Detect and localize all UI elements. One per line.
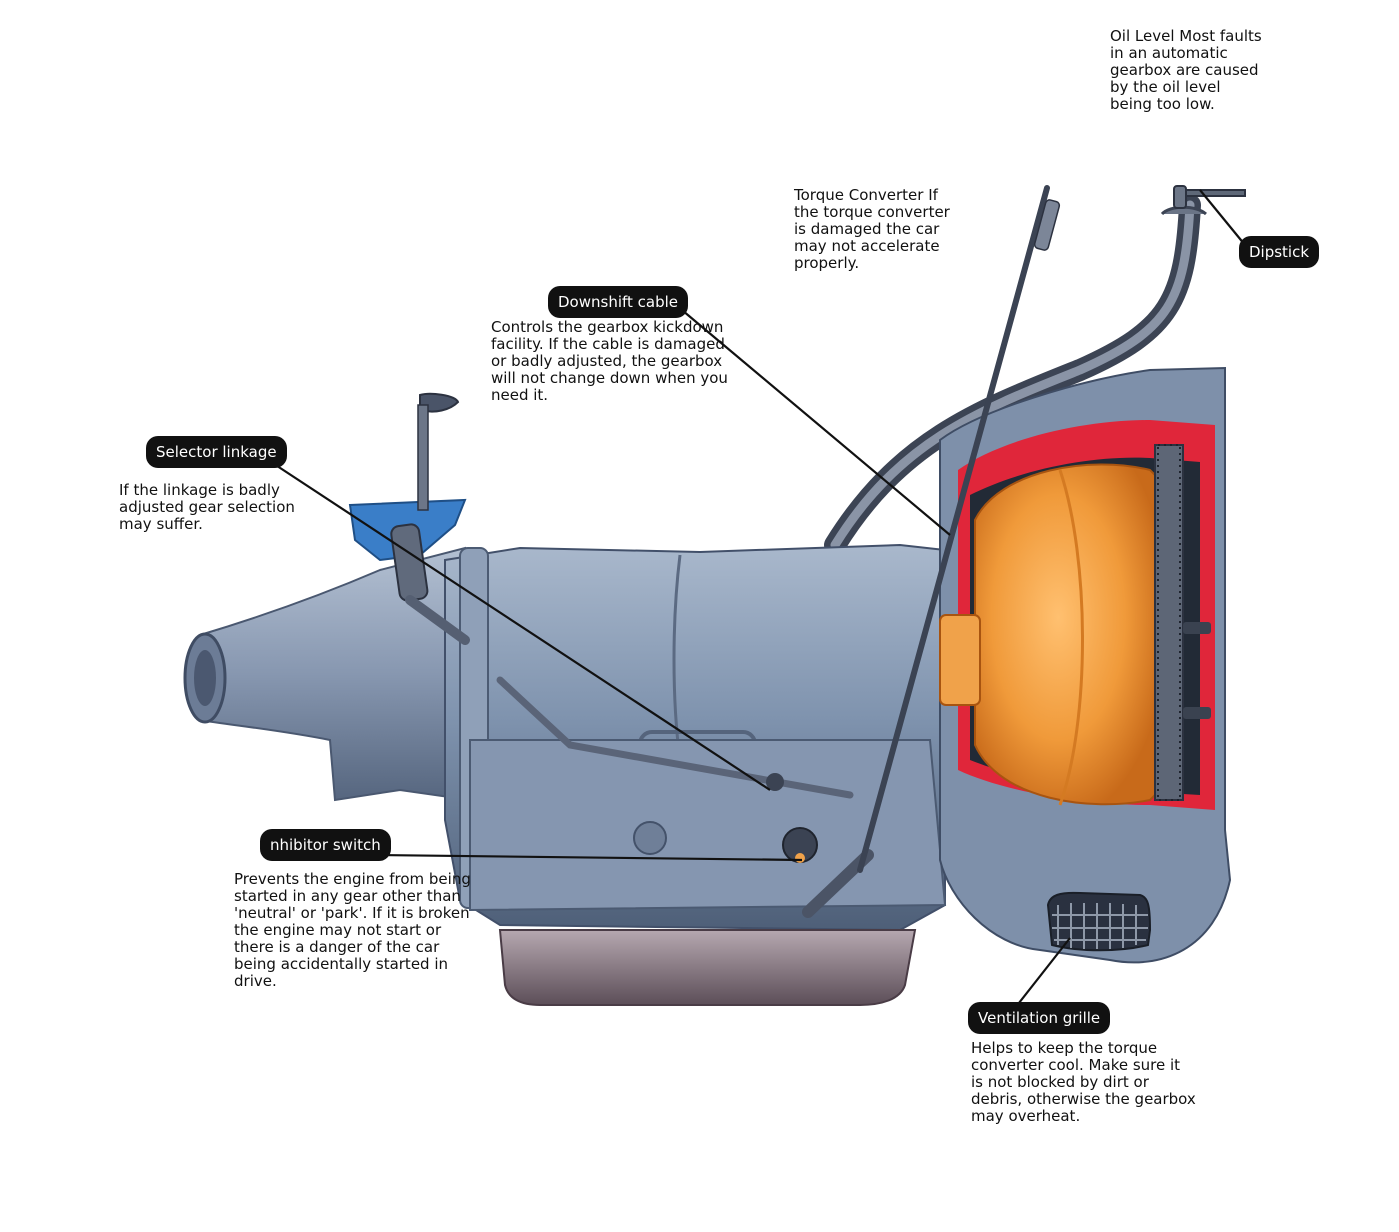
downshift-cable-part (857, 185, 1061, 873)
gearbox-case (444, 543, 947, 932)
label-dipstick: Dipstick (1239, 236, 1320, 268)
ventilation-grille (1046, 891, 1152, 952)
selector-bracket (348, 392, 470, 645)
oil-pan (498, 929, 917, 1006)
note-ventilation-grille: Helps to keep the torque converter cool.… (971, 1039, 1196, 1125)
torque-converter (939, 463, 1161, 806)
label-inhibitor-switch: nhibitor switch (260, 829, 391, 861)
leader-dipstick (1199, 189, 1246, 246)
tail-housing (183, 546, 472, 802)
ring-gear (1154, 444, 1211, 801)
linkage-rods (496, 676, 874, 918)
leader-lines (264, 189, 1246, 1009)
dipstick (1173, 185, 1246, 209)
label-selector-linkage: Selector linkage (146, 436, 287, 468)
note-torque-converter: Torque Converter If the torque converter… (794, 186, 950, 272)
note-oil-level: Oil Level Most faults in an automatic ge… (1110, 27, 1262, 113)
note-inhibitor-switch: Prevents the engine from being started i… (234, 870, 471, 990)
leader-inhibitor-switch (374, 853, 803, 862)
leader-selector-linkage (264, 457, 771, 791)
label-downshift-cable: Downshift cable (548, 286, 689, 318)
label-ventilation-grille: Ventilation grille (968, 1002, 1111, 1034)
note-downshift-cable: Controls the gearbox kickdown facility. … (491, 318, 728, 404)
note-selector-linkage: If the linkage is badly adjusted gear se… (119, 481, 295, 533)
leader-downshift-cable (669, 299, 951, 536)
dipstick-tube (824, 194, 1208, 556)
leader-ventilation-grille (1014, 937, 1071, 1009)
